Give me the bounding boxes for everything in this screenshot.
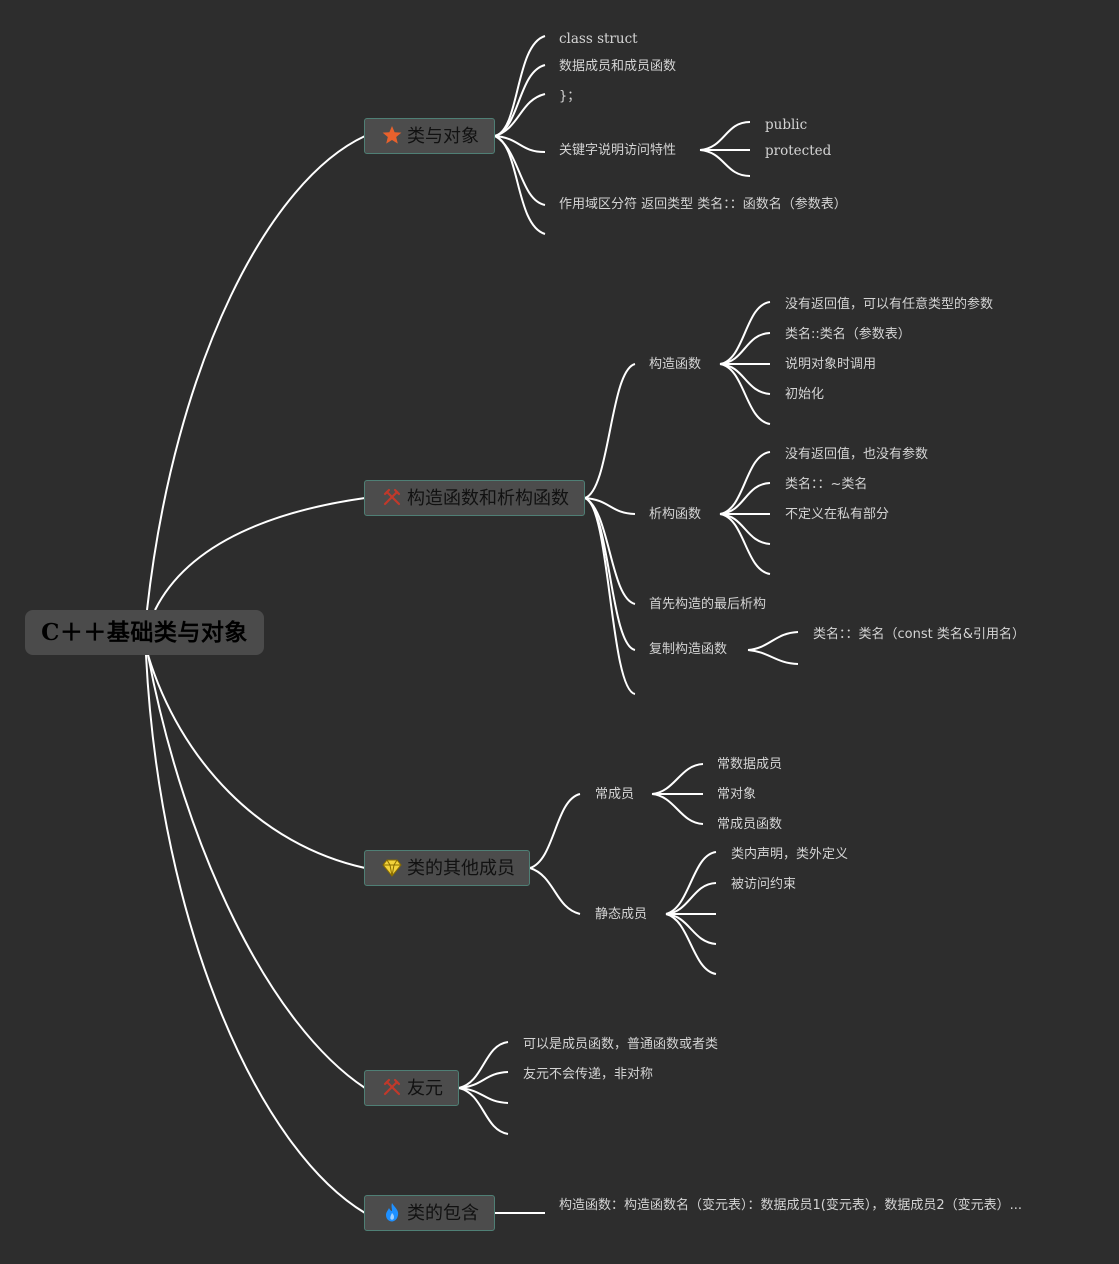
- sub-node[interactable]: 静态成员: [595, 907, 648, 922]
- branch-label: 类的其他成员: [407, 858, 515, 879]
- leaf-node[interactable]: 关键字说明访问特性: [559, 143, 677, 158]
- branch-label: 类与对象: [407, 126, 479, 147]
- branch-node-class-object[interactable]: 类与对象: [364, 118, 495, 154]
- leaf-node[interactable]: 友元不会传递，非对称: [523, 1067, 654, 1082]
- leaf-node[interactable]: 构造函数：构造函数名（变元表）：数据成员1(变元表），数据成员2（变元表）...: [559, 1198, 1023, 1213]
- leaf-node[interactable]: 类名：：类名（const 类名&引用名）: [813, 627, 1025, 642]
- branch-node-other-members[interactable]: 类的其他成员: [364, 850, 530, 886]
- root-node[interactable]: C＋＋基础类与对象: [25, 610, 264, 655]
- leaf-node[interactable]: 类名::类名（参数表）: [785, 327, 911, 342]
- leaf-node[interactable]: 不定义在私有部分: [785, 507, 890, 522]
- leaf-node[interactable]: 没有返回值，可以有任意类型的参数: [785, 297, 994, 312]
- leaf-node[interactable]: 可以是成员函数，普通函数或者类: [523, 1037, 719, 1052]
- sub-node[interactable]: 复制构造函数: [649, 642, 728, 657]
- branch-node-friend[interactable]: 友元: [364, 1070, 459, 1106]
- leaf-node[interactable]: 初始化: [785, 387, 825, 402]
- sub-node[interactable]: 首先构造的最后析构: [649, 597, 767, 612]
- leaf-node[interactable]: 类内声明，类外定义: [731, 847, 849, 862]
- branch-label: 构造函数和析构函数: [407, 488, 569, 509]
- leaf-node[interactable]: protected: [765, 143, 832, 159]
- branch-label: 友元: [407, 1078, 443, 1099]
- sub-node[interactable]: 构造函数: [649, 357, 702, 372]
- sub-node[interactable]: 析构函数: [649, 507, 702, 522]
- leaf-node[interactable]: 类名：：~类名: [785, 477, 868, 492]
- star-icon: [381, 124, 403, 146]
- leaf-node[interactable]: }；: [559, 89, 581, 104]
- leaf-node[interactable]: 说明对象时调用: [785, 357, 877, 372]
- branch-label: 类的包含: [407, 1203, 479, 1224]
- sub-node[interactable]: 常成员: [595, 787, 635, 802]
- leaf-node[interactable]: 被访问约束: [731, 877, 797, 892]
- leaf-node[interactable]: public: [765, 117, 808, 133]
- leaf-node[interactable]: 常成员函数: [717, 817, 783, 832]
- leaf-node[interactable]: 常对象: [717, 787, 757, 802]
- tools-icon: [381, 1076, 403, 1098]
- leaf-node[interactable]: 数据成员和成员函数: [559, 59, 677, 74]
- leaf-node[interactable]: 作用域区分符 返回类型 类名：：函数名（参数表）: [559, 197, 847, 212]
- leaf-node[interactable]: 没有返回值，也没有参数: [785, 447, 929, 462]
- leaf-node[interactable]: class struct: [559, 31, 638, 47]
- flame-icon: [381, 1201, 403, 1223]
- tools-icon: [381, 486, 403, 508]
- branch-node-containment[interactable]: 类的包含: [364, 1195, 495, 1231]
- leaf-node[interactable]: 常数据成员: [717, 757, 783, 772]
- branch-node-ctor-dtor[interactable]: 构造函数和析构函数: [364, 480, 585, 516]
- gem-icon: [381, 856, 403, 878]
